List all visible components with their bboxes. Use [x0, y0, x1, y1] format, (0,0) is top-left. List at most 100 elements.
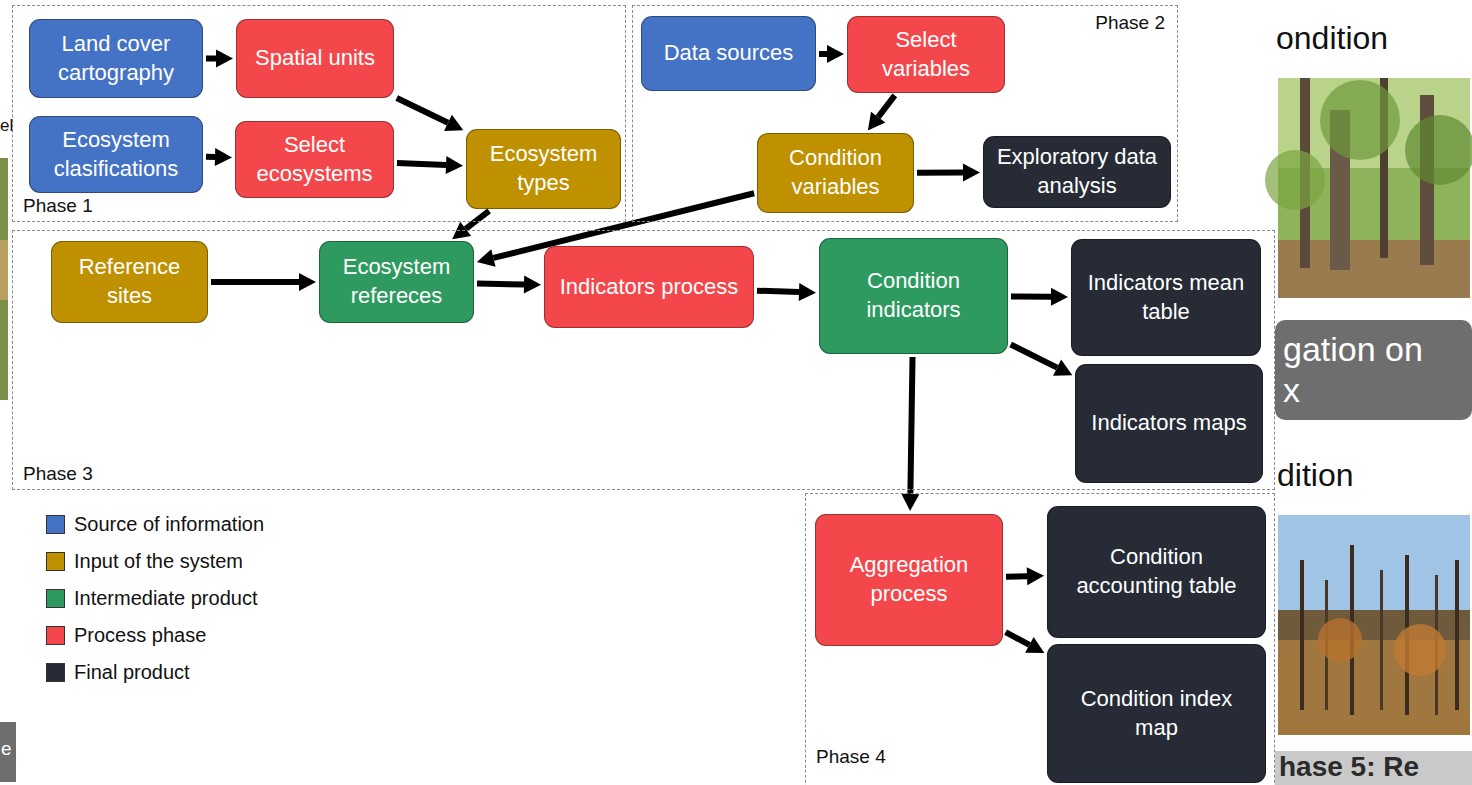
legend-entry: Source of information — [46, 506, 264, 543]
node-text: Indicators process — [560, 273, 739, 302]
process-box: Indicators process — [544, 246, 754, 328]
forest-photo — [1265, 78, 1472, 298]
legend-swatch — [46, 589, 65, 608]
grey-strip — [0, 722, 16, 782]
arrowhead — [215, 148, 232, 166]
legend-swatch — [46, 515, 65, 534]
source-box: Data sources — [641, 16, 816, 91]
intermediate-box: Condition indicators — [819, 238, 1008, 354]
legend-text: Source of information — [74, 513, 264, 536]
phase-region: Phase 3Reference sitesEcosystem referece… — [12, 230, 1275, 490]
legend-entry: Intermediate product — [46, 580, 264, 617]
arrowhead — [901, 494, 919, 511]
node-text: Ecosystem refereces — [330, 253, 463, 310]
arrowhead — [868, 112, 885, 131]
flow-arrow — [397, 156, 463, 174]
arrow-line — [910, 357, 912, 494]
node-text: Land cover cartography — [40, 30, 192, 87]
phase-region: Phase 1 Land cover cartography Spatial uni… — [12, 5, 626, 222]
arrowhead — [1053, 360, 1072, 376]
legend-text: Intermediate product — [74, 587, 257, 610]
input-box: Condition variables — [757, 133, 914, 213]
flow-arrow — [206, 50, 233, 68]
arrow-line — [206, 56, 216, 62]
node-text: Condition variables — [768, 144, 903, 201]
flow-arrow — [397, 98, 464, 131]
node-text: Ecosystem types — [477, 140, 610, 197]
process-box: Aggregation process — [815, 514, 1003, 646]
legend-swatch — [46, 626, 65, 645]
phase-label: Phase 2 — [1095, 12, 1165, 34]
arrowhead — [216, 50, 233, 68]
edge-text-fragment: el — [0, 116, 13, 136]
legend-entry: Final product — [46, 654, 264, 691]
node-text: Indicators maps — [1091, 409, 1246, 438]
arrowhead — [1025, 637, 1044, 653]
node-text: hase 5: Re — [1279, 752, 1468, 783]
node-text: Select variables — [858, 26, 994, 83]
product-box: Condition index map — [1047, 644, 1266, 783]
photo-strip — [0, 240, 8, 300]
arrow-line — [211, 279, 299, 285]
legend-entry: Input of the system — [46, 543, 264, 580]
arrow-line — [1006, 632, 1030, 645]
product-box: Indicators maps — [1075, 364, 1263, 483]
legend-entry: Process phase — [46, 617, 264, 654]
node-text: Ecosystem clasifications — [40, 126, 192, 183]
node-text: Condition accounting table — [1058, 543, 1255, 600]
arrowhead — [1027, 567, 1044, 585]
node-text: gation on x — [1283, 329, 1438, 411]
photo-strip — [0, 158, 8, 400]
node-text: Select ecosystems — [246, 131, 383, 188]
flow-arrow — [477, 276, 541, 294]
arrow-line — [917, 169, 963, 175]
flow-arrow — [211, 273, 316, 291]
arrowhead — [299, 273, 316, 291]
flow-arrow — [868, 95, 895, 130]
arrow-line — [206, 154, 215, 160]
arrowhead — [444, 115, 463, 131]
flow-arrow — [1011, 288, 1068, 306]
arrowhead — [827, 45, 844, 63]
node-text: Aggregation process — [826, 551, 992, 608]
node-text: Condition indicators — [830, 267, 997, 324]
legend-swatch — [46, 552, 65, 571]
legend-swatch — [46, 663, 65, 682]
flow-arrow — [206, 148, 232, 166]
process-box: Select variables — [847, 16, 1005, 93]
phase-label: Phase 1 — [23, 195, 93, 217]
arrow-line — [466, 211, 489, 229]
arrowhead — [963, 163, 980, 181]
slide-heading-box: gation on x — [1275, 320, 1472, 420]
phase-label: Phase 4 — [816, 746, 886, 768]
arrow-line — [1011, 294, 1051, 300]
slide-heading-fragment: dition — [1277, 457, 1354, 494]
intermediate-box: Ecosystem refereces — [319, 241, 474, 323]
phase-region: Phase 4 Aggregation process Condition acco… — [805, 493, 1275, 785]
product-box: Condition accounting table — [1047, 506, 1266, 638]
phase-label: Phase 3 — [23, 463, 93, 485]
node-text: Exploratory data analysis — [994, 143, 1160, 200]
arrow-line — [819, 51, 827, 57]
legend: Source of informationInput of the system… — [46, 506, 264, 691]
arrow-line — [757, 291, 799, 292]
edge-text-fragment: e — [1, 738, 12, 760]
arrowhead — [799, 283, 816, 301]
arrowhead — [446, 156, 463, 174]
legend-text: Process phase — [74, 624, 206, 647]
flow-arrow — [901, 357, 919, 511]
flow-arrow — [1006, 567, 1044, 585]
process-box: Spatial units — [236, 19, 394, 98]
slide-heading-fragment: ondition — [1276, 20, 1388, 57]
node-text: Data sources — [664, 39, 794, 68]
input-box: Ecosystem types — [466, 129, 621, 209]
flow-arrow — [757, 283, 816, 301]
arrow-line — [1006, 573, 1027, 580]
node-text: Indicators mean table — [1082, 269, 1250, 326]
product-box: Exploratory data analysis — [983, 136, 1171, 208]
burned-forest-photo — [1278, 515, 1470, 735]
node-text: Spatial units — [255, 44, 375, 73]
arrow-line — [397, 98, 448, 123]
source-box: Land cover cartography — [29, 19, 203, 98]
arrow-line — [477, 281, 524, 288]
